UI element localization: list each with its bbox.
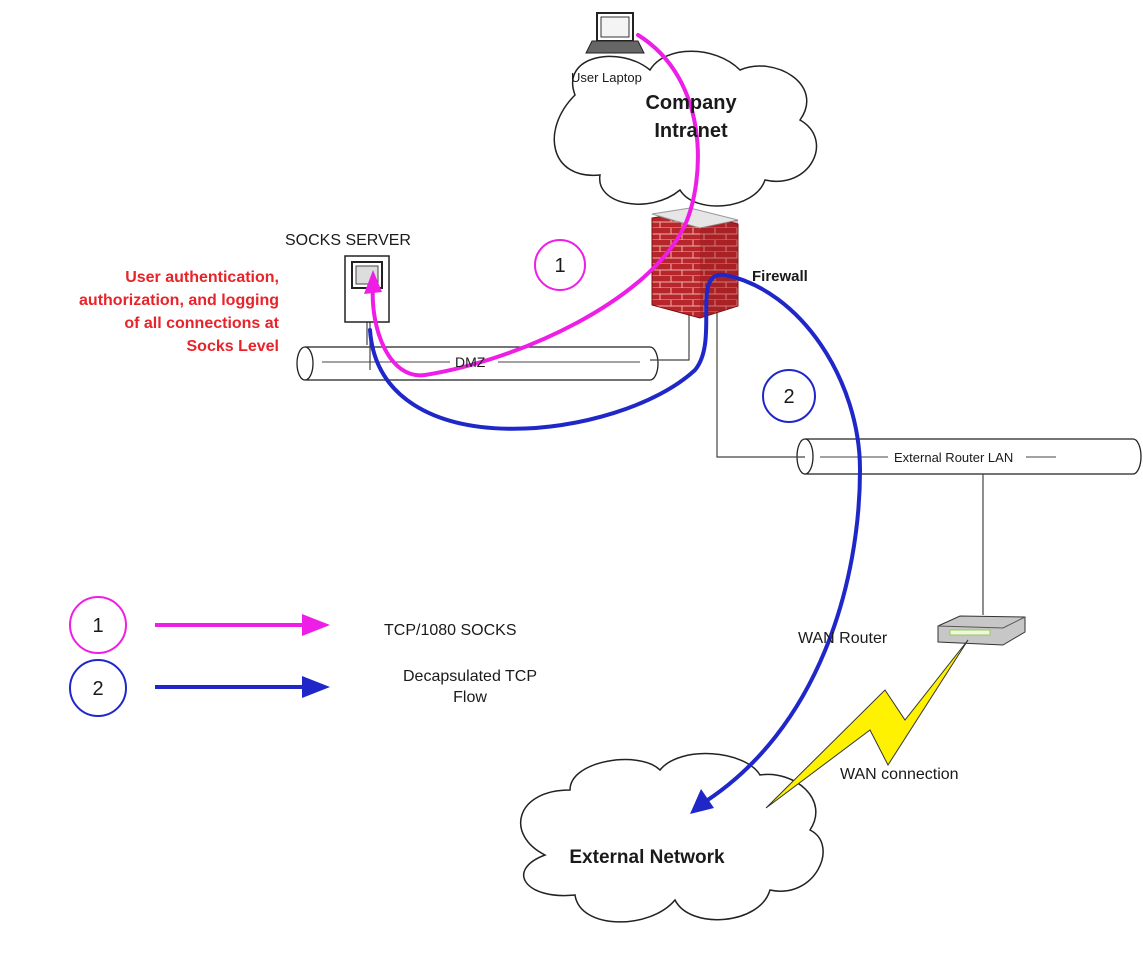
dmz-label: DMZ bbox=[455, 354, 486, 370]
legend-label-1: TCP/1080 SOCKS bbox=[384, 622, 517, 639]
tcp-flow-arrowhead bbox=[690, 789, 714, 814]
laptop-icon bbox=[585, 12, 645, 54]
auth-annotation: User authentication, authorization, and … bbox=[79, 269, 280, 355]
external-network-cloud-icon bbox=[520, 752, 824, 923]
dmz-pipe bbox=[296, 346, 659, 381]
flow-marker-2: 2 bbox=[762, 369, 816, 423]
user-laptop-label: User Laptop bbox=[571, 70, 642, 85]
annotation-line-4: Socks Level bbox=[187, 338, 280, 355]
external-network-label: External Network bbox=[569, 847, 725, 868]
flow-marker-1: 1 bbox=[534, 239, 586, 291]
legend-number-2: 2 bbox=[92, 678, 103, 700]
wan-router-label: WAN Router bbox=[798, 630, 888, 647]
lightning-icon bbox=[765, 639, 969, 809]
intranet-cloud-icon bbox=[553, 50, 818, 207]
legend: 1 TCP/1080 SOCKS 2 Decapsulated TCP Flow bbox=[69, 596, 537, 717]
legend-arrowhead-1 bbox=[302, 614, 330, 636]
company-intranet-label-line1: Company bbox=[645, 92, 737, 114]
annotation-line-2: authorization, and logging bbox=[79, 292, 279, 309]
firewall-label: Firewall bbox=[752, 268, 808, 285]
legend-label-2-line1: Decapsulated TCP bbox=[403, 668, 537, 685]
legend-item-1: 1 TCP/1080 SOCKS bbox=[69, 596, 517, 654]
legend-item-2: 2 Decapsulated TCP Flow bbox=[69, 659, 537, 717]
socks-flow-arrowhead bbox=[364, 270, 382, 294]
company-intranet-label-line2: Intranet bbox=[654, 120, 728, 142]
annotation-line-1: User authentication, bbox=[125, 269, 279, 286]
socks-server-label: SOCKS SERVER bbox=[285, 232, 411, 249]
flow-marker-1-label: 1 bbox=[554, 255, 565, 277]
annotation-line-3: of all connections at bbox=[124, 315, 279, 332]
legend-number-1: 1 bbox=[92, 615, 103, 637]
socks-flow-arrow bbox=[370, 33, 700, 378]
external-router-lan-label: External Router LAN bbox=[894, 450, 1013, 465]
legend-arrowhead-2 bbox=[302, 676, 330, 698]
flow-marker-2-label: 2 bbox=[783, 386, 794, 408]
legend-label-2-line2: Flow bbox=[453, 689, 487, 706]
router-icon bbox=[937, 615, 1026, 646]
tcp-flow-arrow bbox=[368, 272, 863, 807]
firewall-icon bbox=[651, 207, 739, 319]
wan-connection-label: WAN connection bbox=[840, 766, 959, 783]
